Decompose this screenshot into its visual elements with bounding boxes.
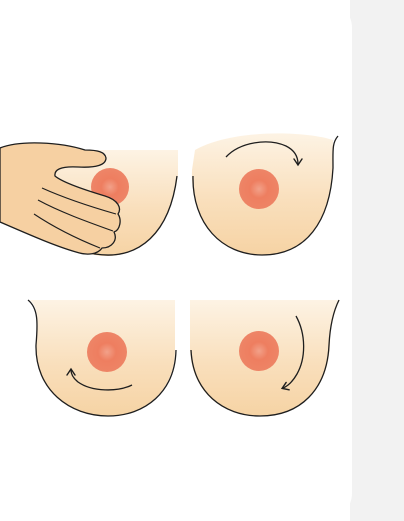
hand-icon bbox=[0, 142, 121, 255]
curved-arrow-icon bbox=[66, 367, 133, 391]
side-strip bbox=[350, 0, 404, 521]
rotate-lower-left-step bbox=[27, 299, 177, 417]
curved-arrow-icon bbox=[280, 315, 305, 391]
breast-massage-illustration bbox=[0, 133, 340, 417]
breast-outline bbox=[190, 299, 340, 417]
nipple bbox=[239, 331, 279, 371]
hand-press-step bbox=[0, 142, 179, 256]
nipple bbox=[87, 332, 127, 372]
curved-arrow-icon bbox=[225, 141, 303, 167]
nipple bbox=[239, 169, 279, 209]
rotate-down-right-step bbox=[190, 299, 340, 417]
breast-outline bbox=[27, 299, 177, 417]
breast-outline bbox=[192, 135, 339, 256]
rotate-clockwise-top-step bbox=[191, 133, 339, 256]
illustration-card bbox=[0, 0, 352, 521]
